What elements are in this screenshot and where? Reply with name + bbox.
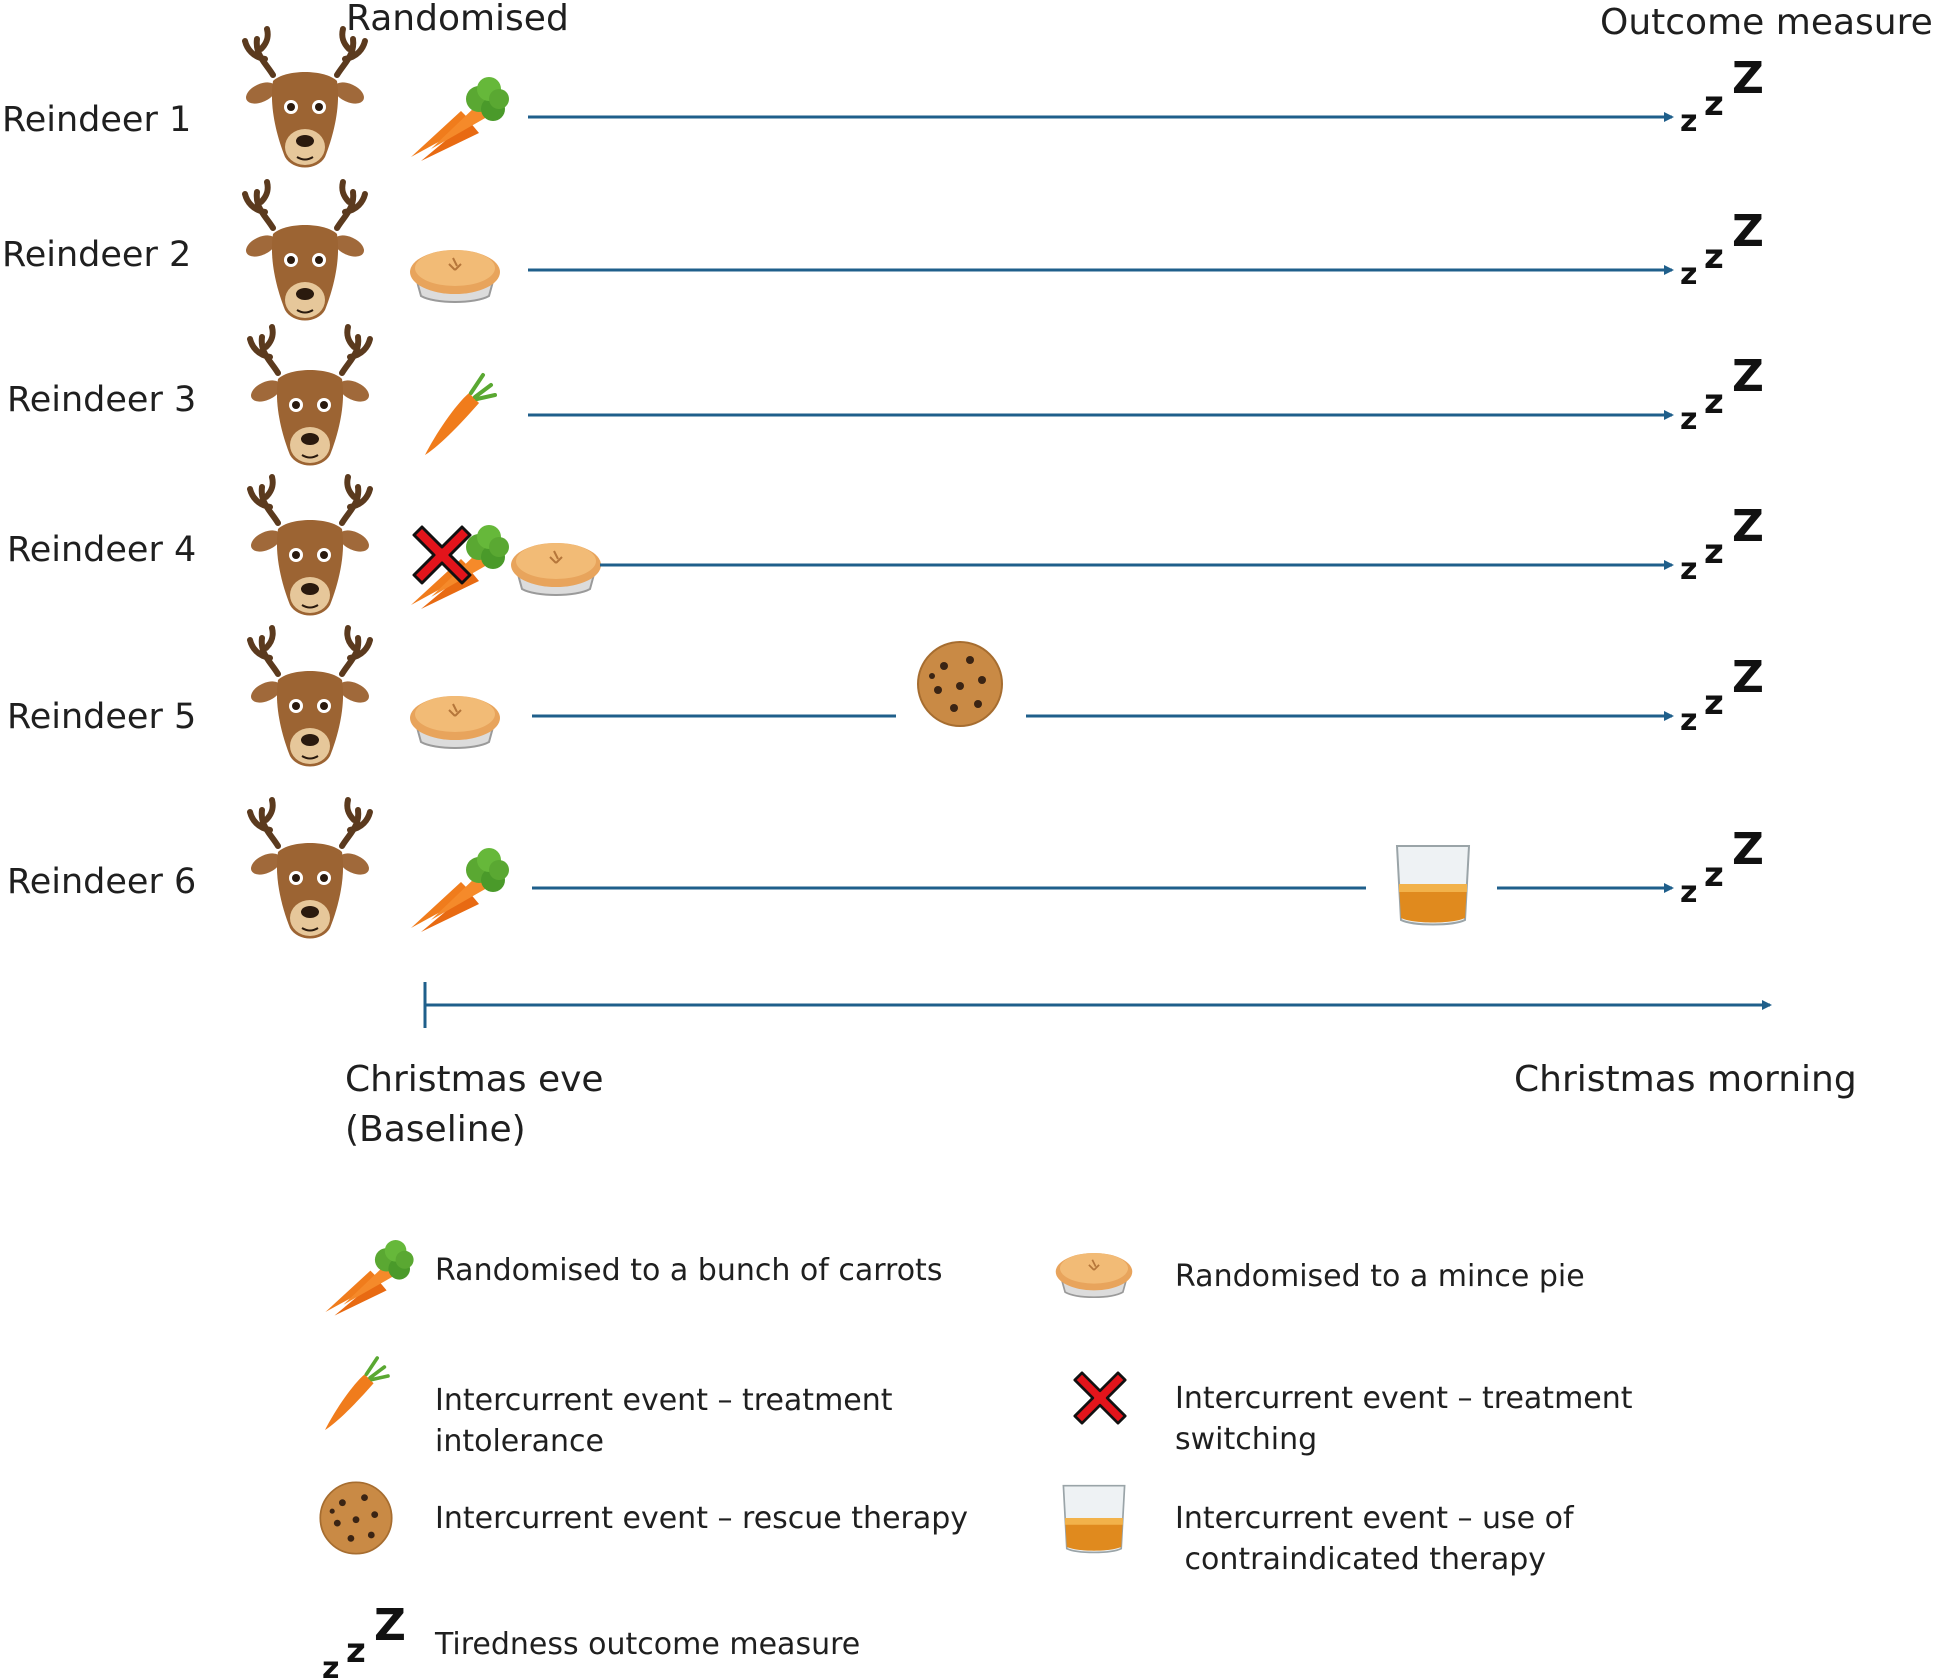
- svg-text:z: z: [1680, 104, 1697, 139]
- carrots-icon: [325, 1240, 414, 1316]
- svg-text:z: z: [1680, 257, 1697, 292]
- cookie-icon: [917, 641, 1003, 727]
- red-cross-icon: [1073, 1371, 1127, 1425]
- outcome-measure-header: Outcome measure: [1600, 2, 1933, 43]
- svg-text:z: z: [1704, 683, 1724, 723]
- mince-pie-icon: [409, 695, 501, 749]
- legend-text-treatment-switching: Intercurrent event – treatment switching: [1175, 1381, 1633, 1457]
- legend-text-tiredness: Tiredness outcome measure: [435, 1627, 861, 1662]
- randomised-header: Randomised: [346, 0, 569, 39]
- legend-text-carrots: Randomised to a bunch of carrots: [435, 1253, 943, 1288]
- reindeer-icon: [248, 477, 373, 616]
- whisky-glass-icon: [1396, 845, 1470, 926]
- mince-pie-icon: [409, 249, 501, 303]
- cookie-icon: [319, 1481, 393, 1555]
- legend-text-treatment-intolerance: Intercurrent event – treatment intoleran…: [435, 1383, 893, 1459]
- red-cross-icon: [412, 525, 472, 585]
- svg-text:Z: Z: [1732, 824, 1764, 875]
- svg-text:z: z: [1680, 402, 1697, 437]
- timeline-end-label: Christmas morning: [1514, 1059, 1857, 1100]
- svg-text:z: z: [322, 1651, 339, 1679]
- whisky-glass-icon: [1062, 1484, 1126, 1554]
- svg-text:Z: Z: [1732, 501, 1764, 552]
- carrot-icon: [423, 373, 497, 457]
- svg-text:Z: Z: [374, 1600, 406, 1651]
- reindeer-icon: [248, 800, 373, 939]
- row-label-4: Reindeer 4: [7, 530, 197, 570]
- row-label-6: Reindeer 6: [7, 862, 197, 902]
- svg-text:Z: Z: [1732, 351, 1764, 402]
- svg-text:Z: Z: [1732, 652, 1764, 703]
- svg-text:z: z: [1704, 84, 1724, 124]
- svg-text:z: z: [1704, 855, 1724, 895]
- svg-text:Z: Z: [1732, 206, 1764, 257]
- carrots-icon: [411, 77, 509, 161]
- carrots-icon: [411, 848, 509, 932]
- svg-text:z: z: [1704, 237, 1724, 277]
- legend-text-contraindicated-therapy: Intercurrent event – use of contraindica…: [1175, 1501, 1574, 1577]
- svg-text:z: z: [1680, 875, 1697, 910]
- row-label-5: Reindeer 5: [7, 697, 197, 737]
- reindeer-icon: [243, 29, 368, 168]
- svg-text:Z: Z: [1732, 53, 1764, 104]
- reindeer-icon: [243, 182, 368, 321]
- svg-text:z: z: [1680, 552, 1697, 587]
- timeline-start-label: Christmas eve (Baseline): [345, 1059, 604, 1150]
- mince-pie-icon: [510, 542, 602, 596]
- row-label-2: Reindeer 2: [2, 235, 192, 275]
- svg-text:z: z: [346, 1631, 366, 1671]
- svg-text:z: z: [1704, 532, 1724, 572]
- carrot-icon: [323, 1356, 390, 1432]
- svg-text:z: z: [1704, 382, 1724, 422]
- reindeer-icon: [248, 327, 373, 466]
- reindeer-icon: [248, 628, 373, 767]
- row-label-3: Reindeer 3: [7, 380, 197, 420]
- legend-text-mince-pie: Randomised to a mince pie: [1175, 1259, 1585, 1294]
- svg-text:z: z: [1680, 703, 1697, 738]
- row-label-1: Reindeer 1: [2, 100, 192, 140]
- mince-pie-icon: [1054, 1252, 1134, 1299]
- legend-text-rescue-therapy: Intercurrent event – rescue therapy: [435, 1501, 969, 1536]
